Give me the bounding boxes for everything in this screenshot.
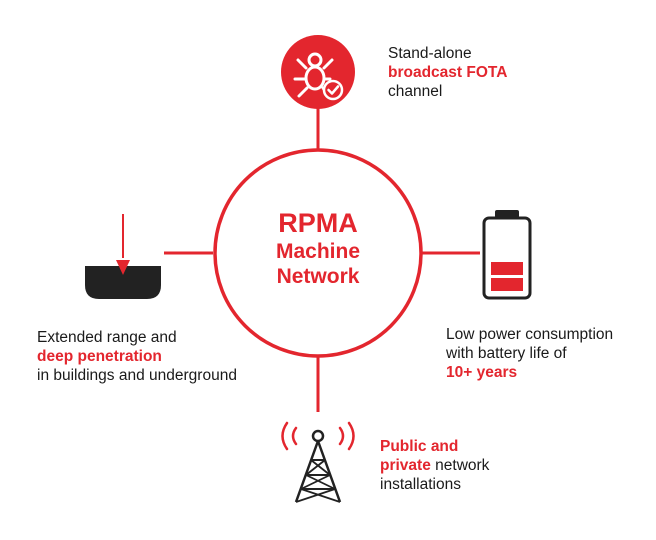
power-highlight: 10+ years [446, 363, 518, 381]
range-label: Extended range and deep penetration in b… [37, 329, 237, 386]
network-rest2: network [430, 456, 490, 474]
network-label: Public and private network installations [380, 438, 489, 495]
fota-highlight: broadcast FOTA [388, 63, 508, 81]
center-title-line2: Machine [275, 239, 361, 263]
range-line1: Extended range and [37, 329, 177, 346]
network-line3: installations [380, 475, 461, 493]
center-title-line1: RPMA [278, 208, 358, 238]
center-title: RPMA Machine Network [218, 208, 418, 289]
network-highlight1: Public and [380, 438, 459, 455]
update-bug-check-icon [281, 35, 355, 109]
ground-penetration-icon [85, 214, 161, 299]
fota-label: Stand-alone broadcast FOTA channel [388, 45, 507, 102]
center-title-line3: Network [276, 264, 360, 288]
fota-line3: channel [388, 82, 443, 100]
range-highlight: deep penetration [37, 347, 162, 365]
center-circle [213, 148, 423, 358]
power-line2: with battery life of [446, 344, 567, 362]
radio-tower-icon [281, 421, 355, 503]
network-highlight2: private [380, 456, 431, 474]
power-line1: Low power consumption [446, 326, 614, 343]
battery-icon [482, 210, 532, 300]
power-label: Low power consumption with battery life … [446, 326, 613, 383]
range-line3: in buildings and underground [37, 366, 237, 384]
fota-line1: Stand-alone [388, 45, 472, 62]
